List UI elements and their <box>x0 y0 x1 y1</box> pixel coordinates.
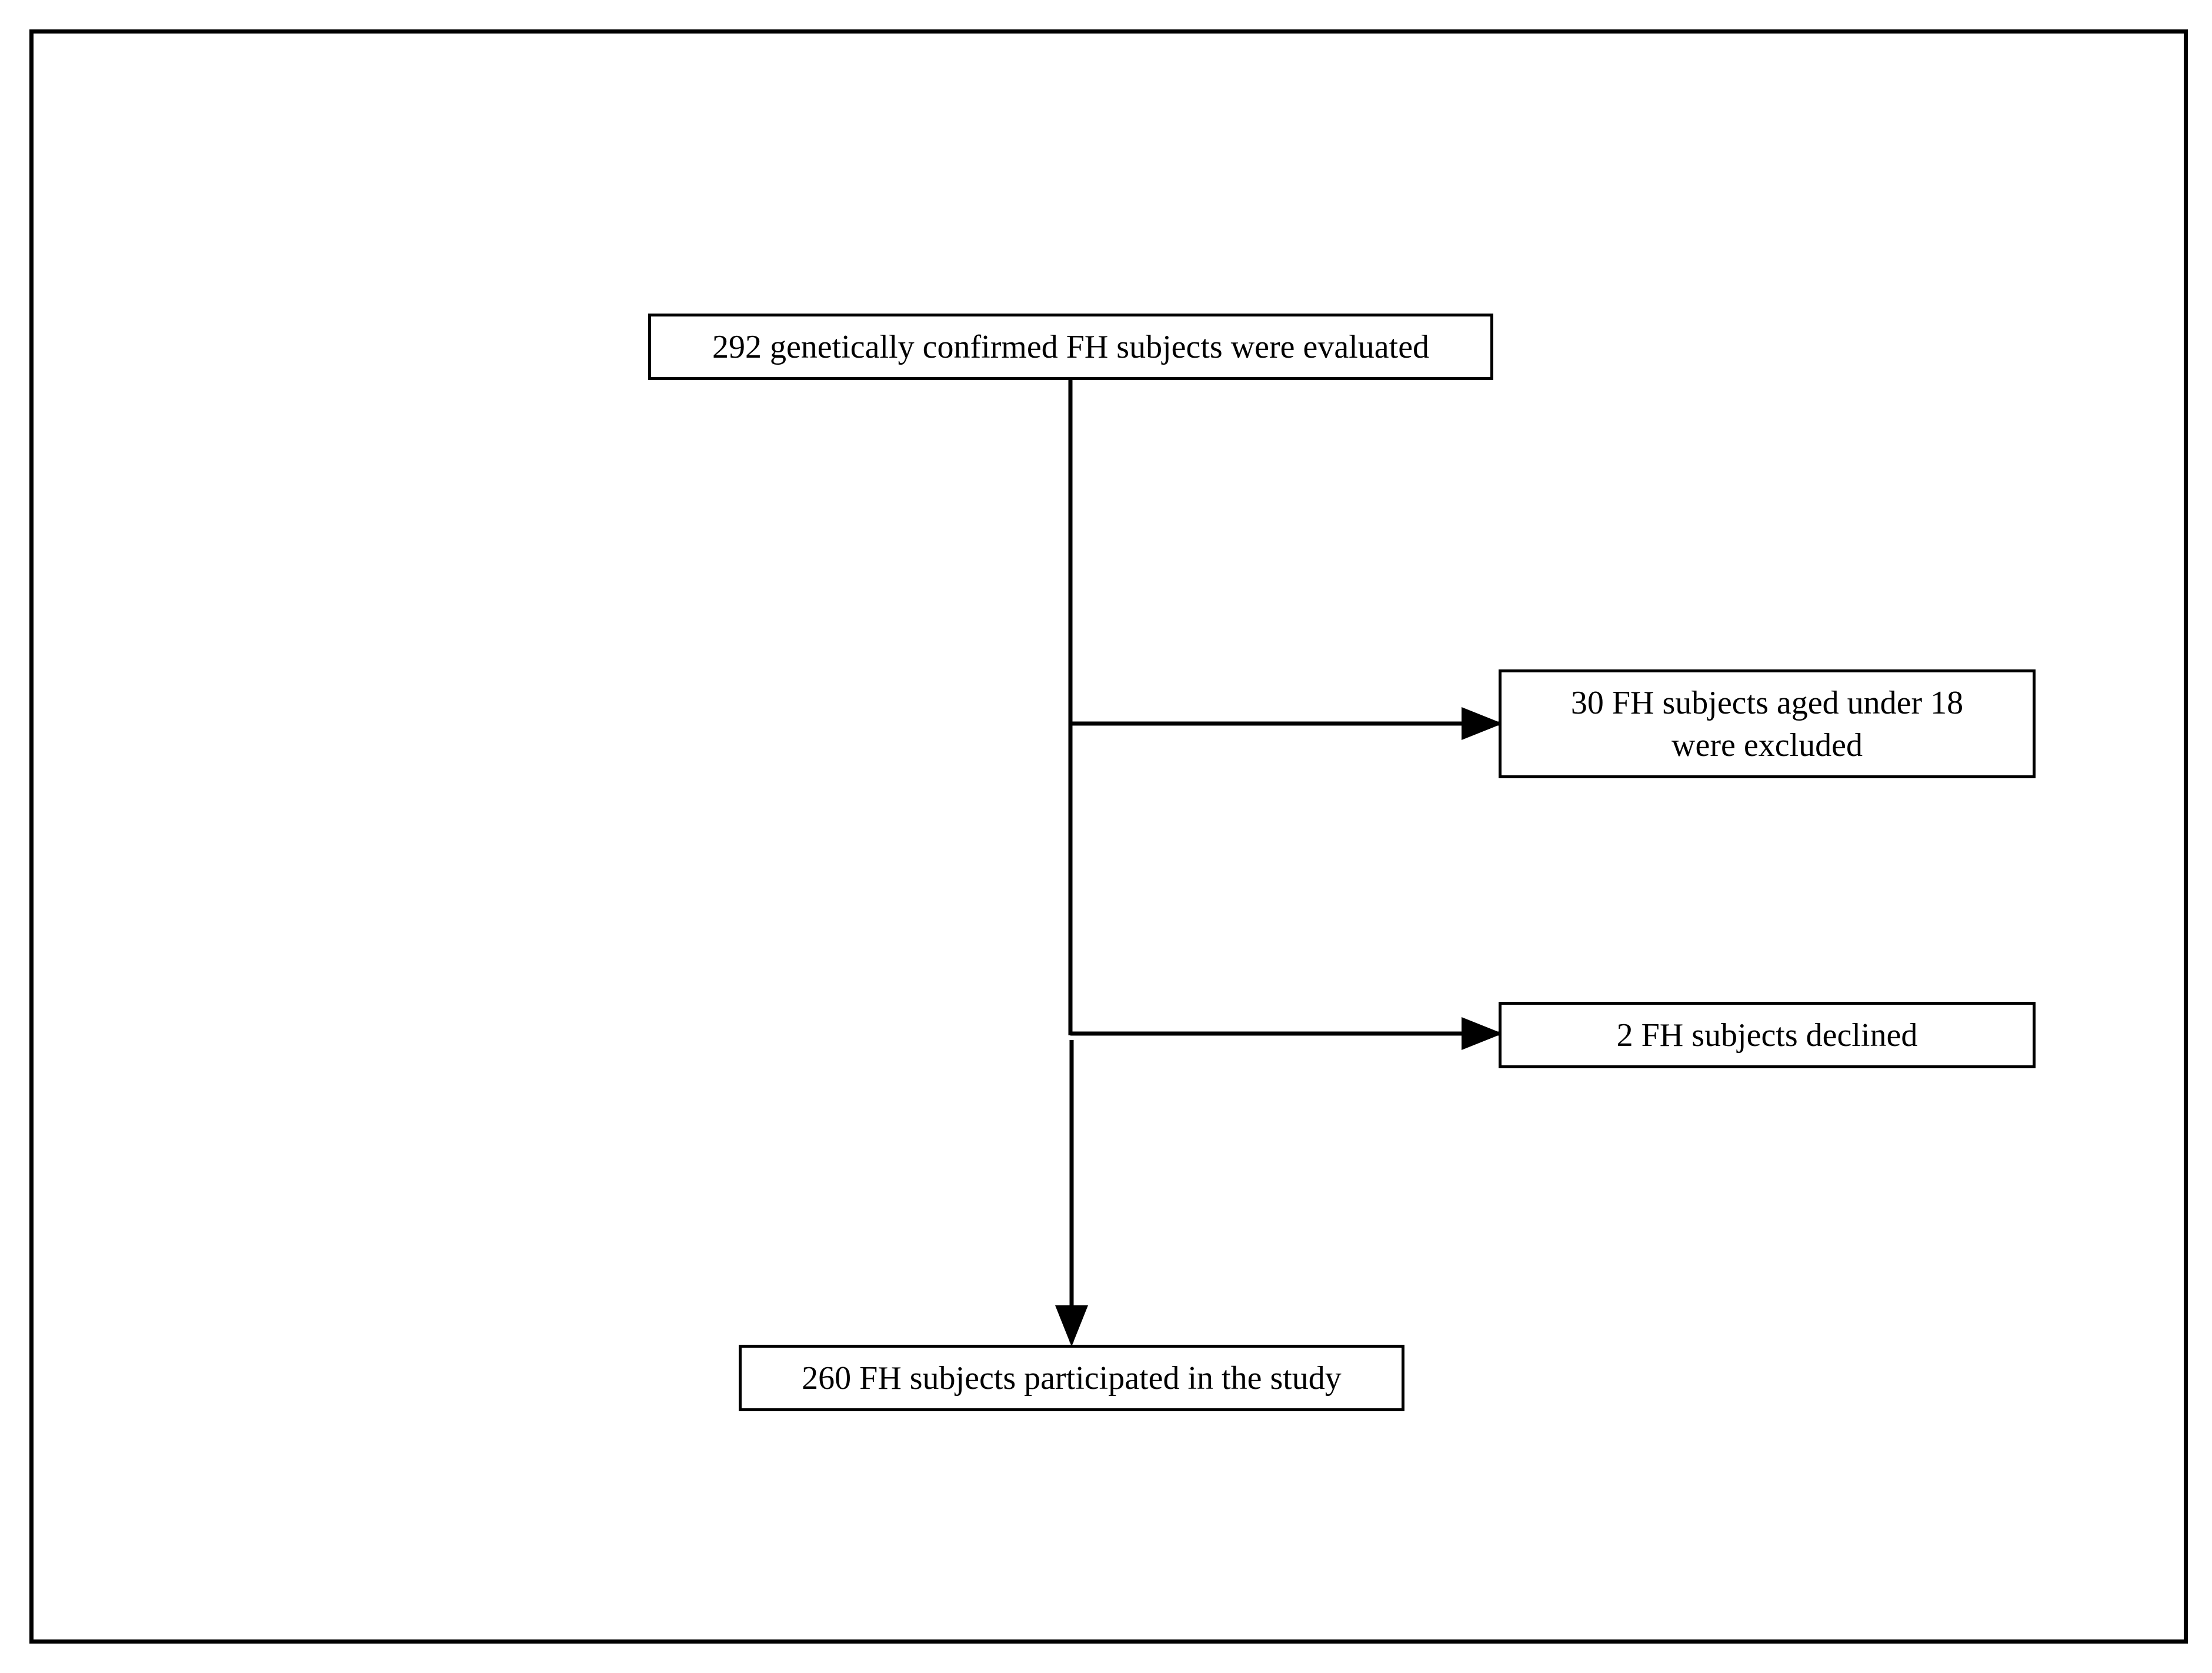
exclusion-box-2: 2 FH subjects declined <box>1499 1002 2036 1068</box>
figure-frame <box>29 29 2188 1644</box>
exclusion-box-1-line-1: 30 FH subjects aged under 18 <box>1570 684 1964 721</box>
exclusion-box-1: 30 FH subjects aged under 18 were exclud… <box>1499 669 2036 778</box>
exclusion-box-1-line-2: were excluded <box>1671 726 1863 764</box>
final-box-text: 260 FH subjects participated in the stud… <box>802 1359 1342 1397</box>
exclusion-box-2-text: 2 FH subjects declined <box>1616 1017 1918 1054</box>
start-box-text: 292 genetically confirmed FH subjects we… <box>712 328 1430 365</box>
start-box: 292 genetically confirmed FH subjects we… <box>648 314 1493 380</box>
final-box: 260 FH subjects participated in the stud… <box>739 1345 1404 1411</box>
